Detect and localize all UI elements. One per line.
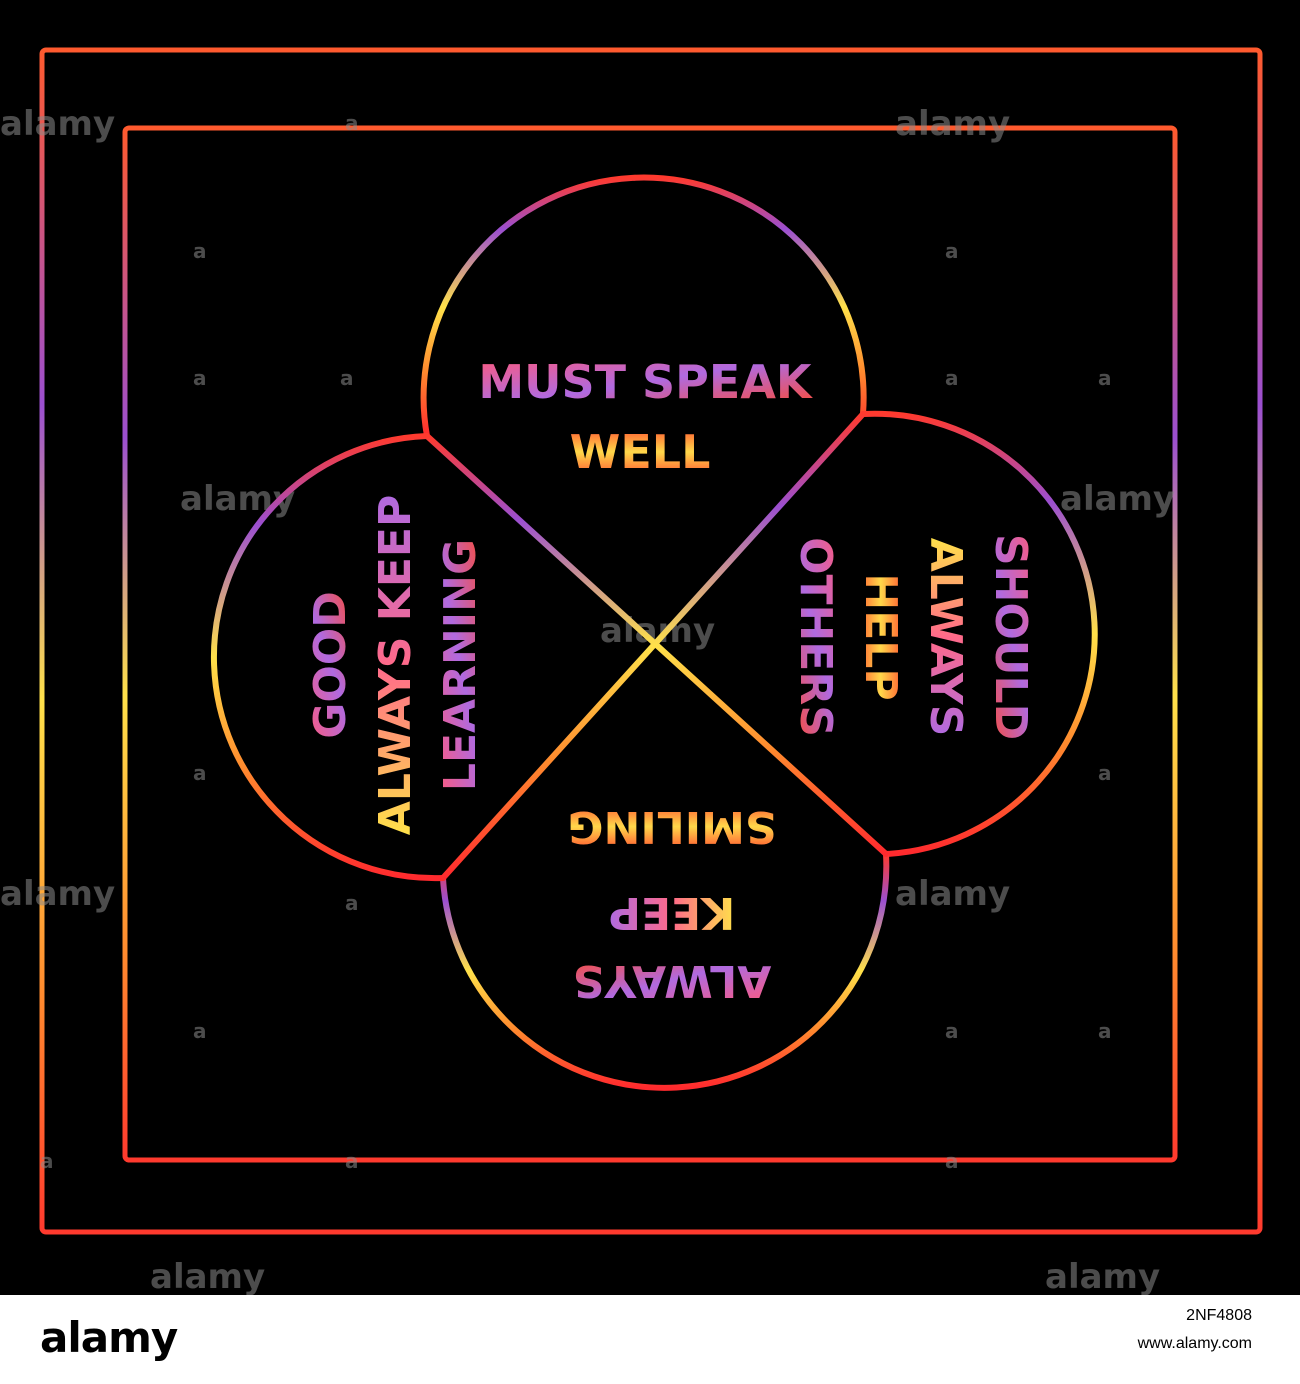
watermark-mark: a [1098, 1019, 1112, 1043]
watermark-pattern: alamy alamy alamy alamy alamy alamy alam… [0, 104, 1175, 1297]
left-line-1: GOOD [305, 591, 356, 738]
left-line-3: LEARNING [435, 539, 486, 791]
lobe-top [420, 174, 867, 439]
watermark-mark: a [945, 366, 959, 390]
left-line-2: ALWAYS KEEP [370, 495, 421, 835]
watermark-mark: a [40, 1149, 54, 1173]
watermark-mark: a [945, 1149, 959, 1173]
watermark-mark: a [193, 239, 207, 263]
stock-footer: alamy 2NF4808 www.alamy.com [0, 1295, 1300, 1384]
footer-image-id: 2NF4808 [1186, 1307, 1252, 1324]
lobe-left [210, 433, 446, 882]
right-line-1: SHOULD [985, 534, 1036, 740]
watermark-mark: a [345, 1149, 359, 1173]
watermark-mark: a [345, 111, 359, 135]
venn-diagram: alamy alamy alamy alamy alamy alamy alam… [0, 0, 1300, 1297]
watermark-mark: a [1098, 366, 1112, 390]
frame-outer [39, 47, 1263, 1235]
watermark: alamy [895, 104, 1010, 144]
watermark-mark: a [345, 891, 359, 915]
lobe-bottom [440, 851, 890, 1091]
watermark: alamy [150, 1257, 265, 1295]
footer-brand-logo: alamy [40, 1313, 178, 1362]
watermark: alamy [895, 874, 1010, 914]
text-top: MUST SPEAK WELL [478, 355, 814, 479]
bottom-line-3: SMILING [567, 801, 776, 852]
right-line-2: ALWAYS [920, 538, 971, 737]
divider-b [440, 411, 866, 881]
lobe-right [860, 410, 1098, 857]
watermark: alamy [1045, 1257, 1160, 1295]
right-line-3: HELP [855, 573, 906, 700]
watermark-mark: a [340, 366, 354, 390]
diagram-canvas: alamy alamy alamy alamy alamy alamy alam… [0, 0, 1300, 1297]
bottom-line-1: ALWAYS [573, 955, 772, 1006]
frame [39, 0, 1300, 1295]
venn-outline [210, 174, 1098, 1091]
watermark-mark: a [193, 1019, 207, 1043]
text-left: GOOD ALWAYS KEEP LEARNING [305, 495, 486, 835]
watermark-mark: a [945, 239, 959, 263]
watermark-mark: a [945, 1019, 959, 1043]
watermark: alamy [0, 874, 115, 914]
bottom-line-2: KEEP [609, 887, 735, 938]
watermark-mark: a [193, 761, 207, 785]
text-bottom: ALWAYS KEEP SMILING [567, 801, 776, 1006]
watermark-mark: a [1098, 761, 1112, 785]
top-line-1: MUST SPEAK [478, 355, 814, 409]
watermark: alamy [180, 479, 295, 519]
right-line-4: OTHERS [790, 537, 841, 737]
watermark: alamy [0, 104, 115, 144]
watermark-mark: a [193, 366, 207, 390]
text-right: SHOULD ALWAYS HELP OTHERS [790, 534, 1036, 740]
watermark: alamy [1060, 479, 1175, 519]
footer-site-url: www.alamy.com [1137, 1335, 1252, 1352]
top-line-2: WELL [570, 425, 711, 479]
